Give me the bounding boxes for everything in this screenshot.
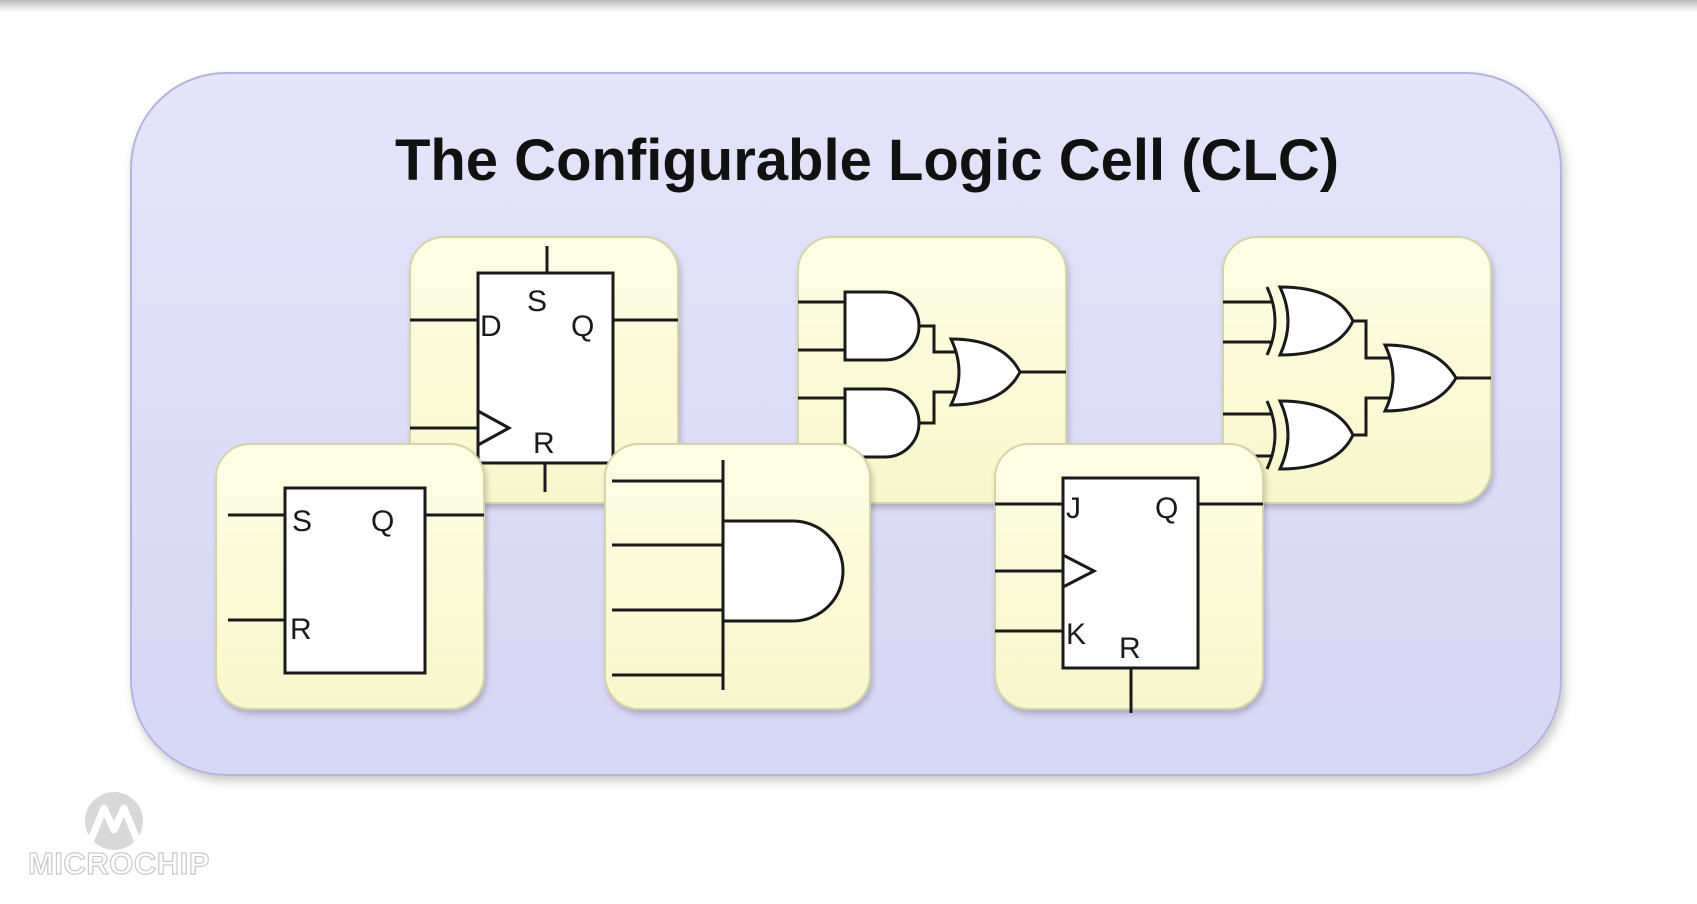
d-flipflop-pin-r: R	[533, 427, 555, 460]
jk-flipflop-symbol	[1061, 476, 1200, 670]
xor-gate-lower	[1277, 399, 1355, 471]
d-flipflop-pin-q: Q	[571, 310, 594, 343]
tile-d-flipflop	[409, 236, 679, 504]
d-flipflop-pin-d: D	[480, 310, 502, 343]
and4-gate	[721, 519, 845, 623]
sr-latch-pin-q: Q	[371, 505, 394, 538]
sr-latch-pin-r: R	[290, 613, 312, 646]
jk-flipflop-pin-q: Q	[1155, 492, 1178, 525]
and-gate-lower	[843, 387, 921, 459]
tile-and-or	[797, 236, 1067, 504]
slide-title: The Configurable Logic Cell (CLC)	[395, 128, 1339, 193]
tile-xor-or	[1222, 236, 1492, 504]
or-gate	[948, 337, 1022, 407]
top-edge-shadow	[0, 0, 1697, 12]
tile-sr-latch	[215, 443, 485, 710]
jk-flipflop-pin-j: J	[1066, 492, 1081, 525]
microchip-logo: MICROCHIP	[27, 790, 210, 888]
d-flipflop-pin-s: S	[527, 285, 547, 318]
tile-jk-flipflop	[994, 443, 1264, 713]
and-gate-upper	[843, 290, 921, 362]
sr-latch-pin-s: S	[292, 505, 312, 538]
xor-gate-upper	[1277, 285, 1355, 357]
tile-and4	[604, 443, 871, 710]
jk-flipflop-pin-k: K	[1066, 618, 1086, 651]
or-gate-xor-tile	[1382, 343, 1458, 413]
microchip-logo-text: MICROCHIP	[27, 845, 210, 881]
microchip-logo-mark	[85, 792, 143, 850]
sr-latch-symbol	[283, 486, 427, 675]
jk-flipflop-pin-r: R	[1119, 632, 1141, 665]
